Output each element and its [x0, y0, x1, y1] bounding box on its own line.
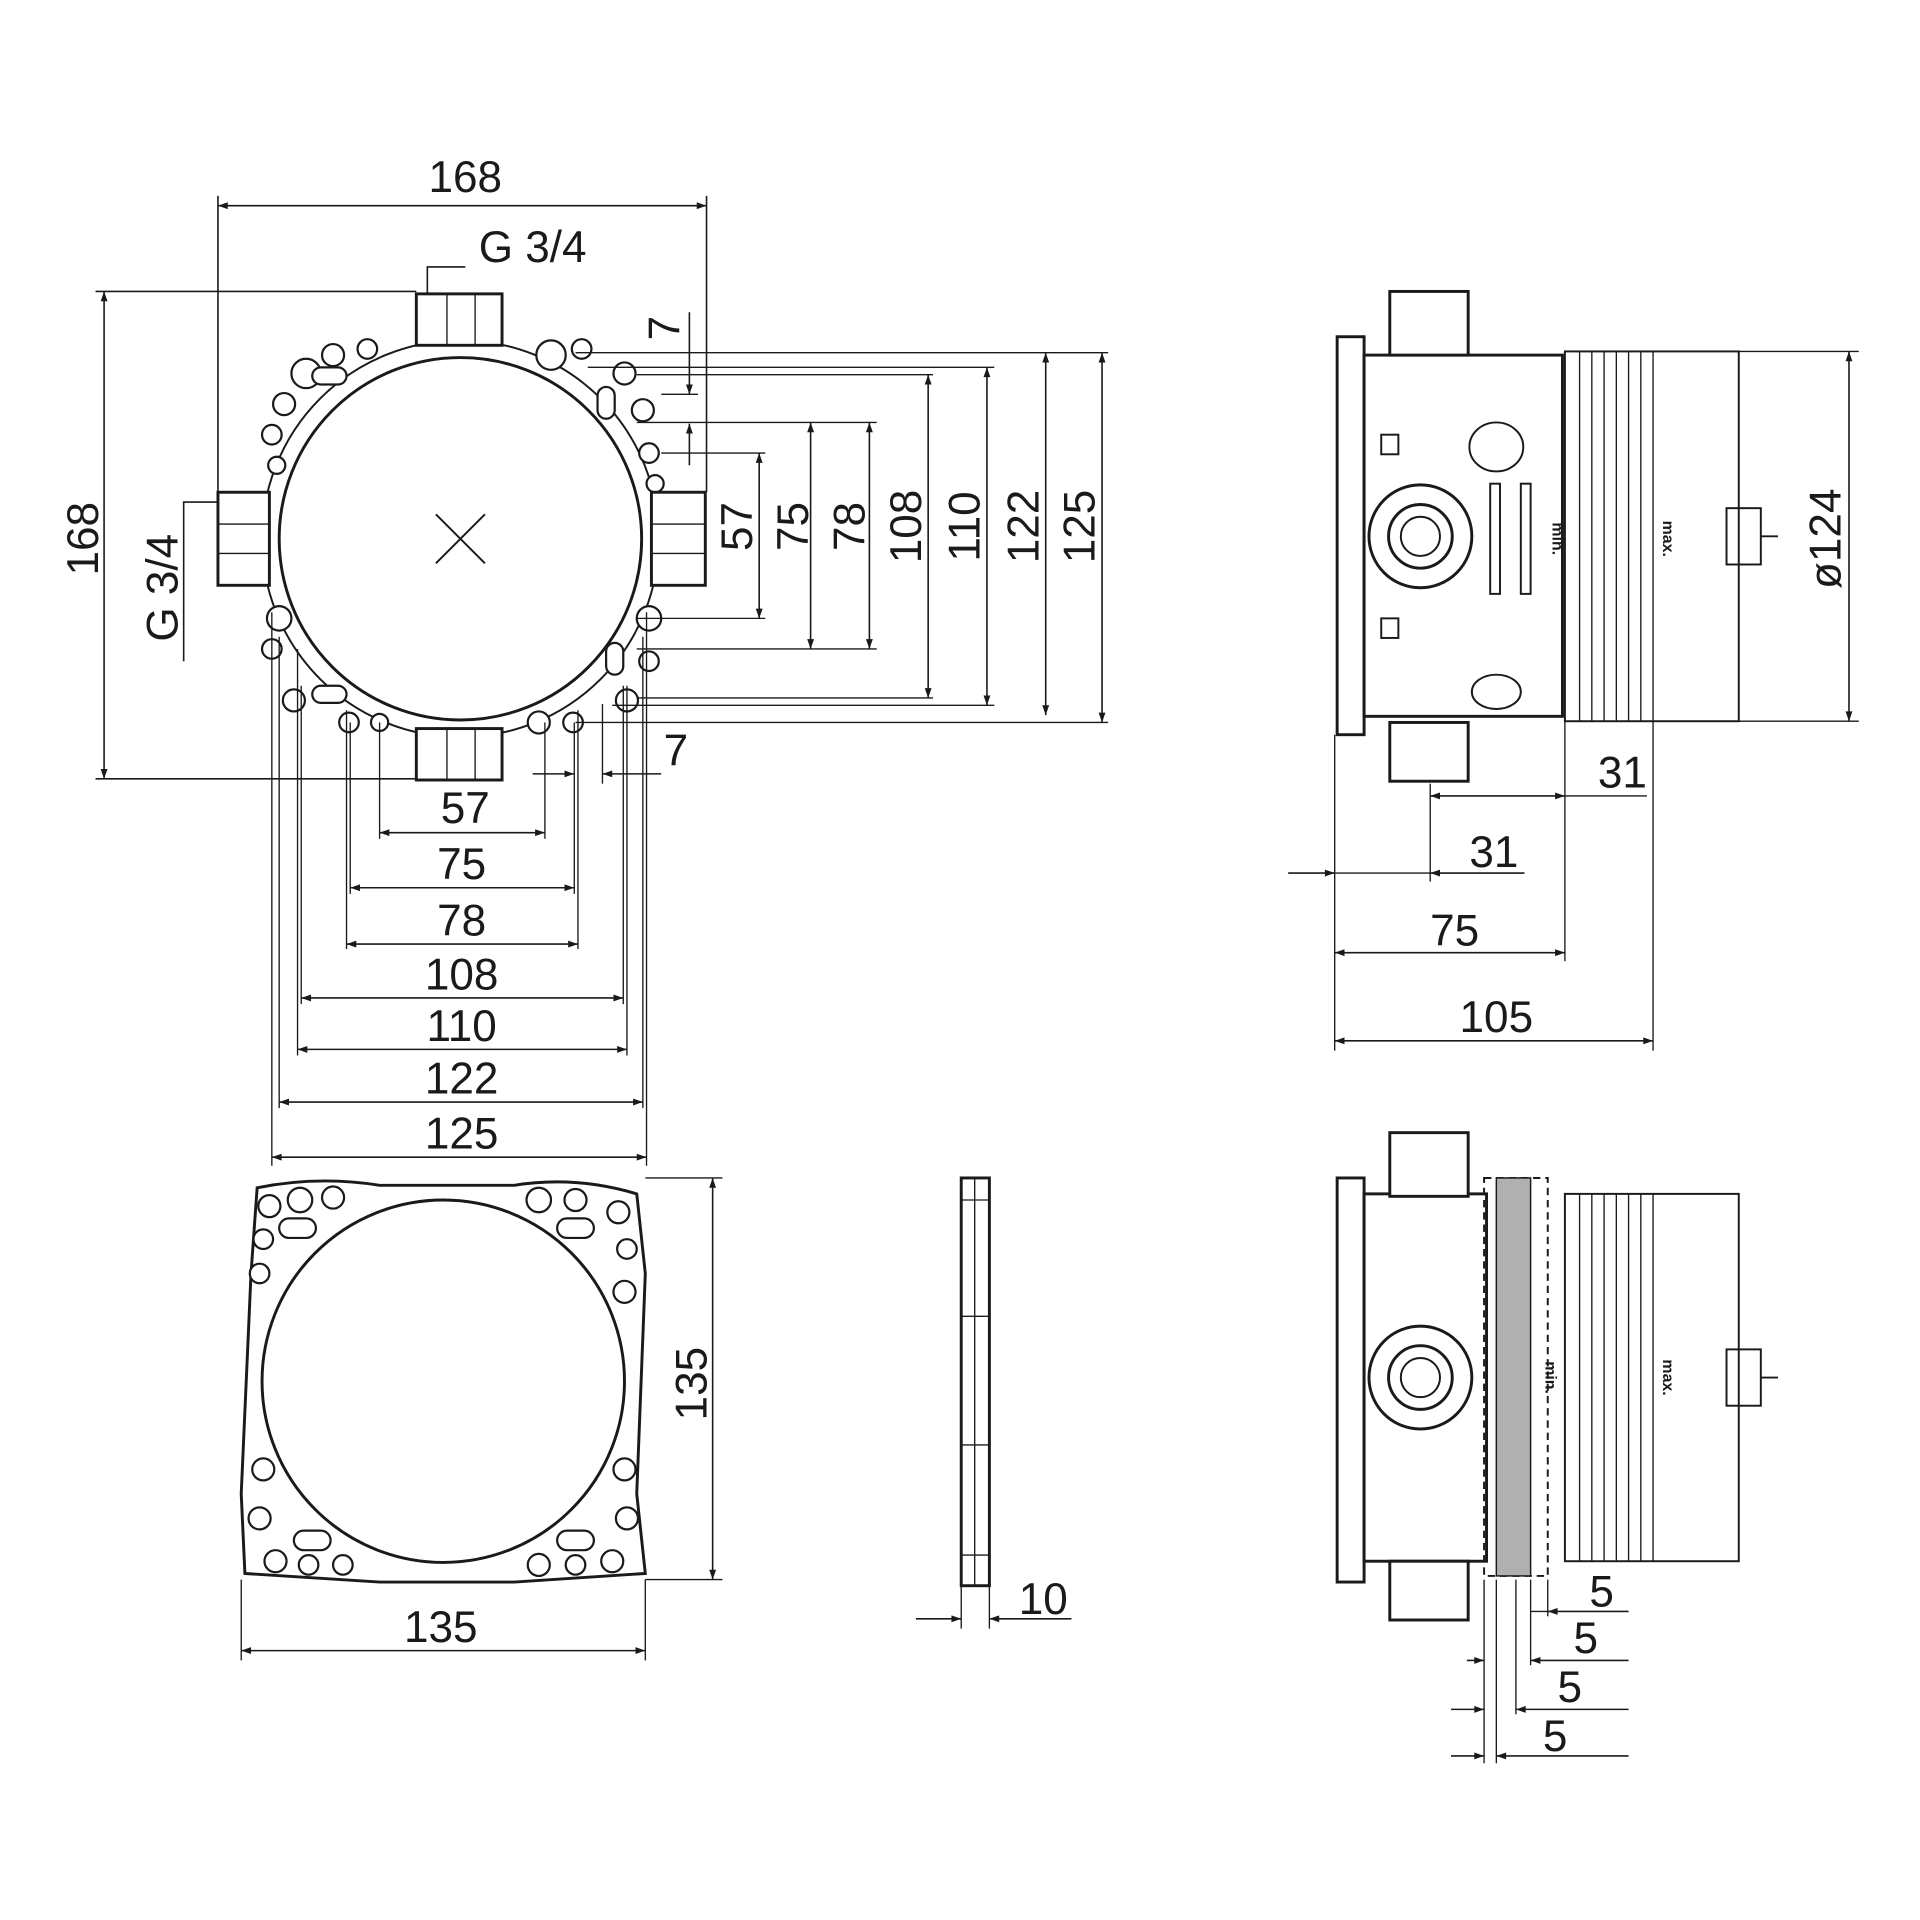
max-label: max. [1659, 521, 1676, 557]
threaded-sleeve [1563, 350, 1740, 723]
mounting-ring [260, 338, 665, 739]
center-mark-icon [435, 513, 486, 564]
dim-plate-height-135: 135 [668, 1347, 717, 1421]
dim-h-7: 7 [664, 726, 689, 775]
dim-5-d: 5 [1543, 1712, 1568, 1761]
dim-5-a: 5 [1589, 1568, 1614, 1617]
dim-v-122: 122 [999, 490, 1048, 564]
max-label-2: max. [1659, 1359, 1676, 1395]
threaded-sleeve-2 [1563, 1192, 1740, 1563]
dim-5-b: 5 [1573, 1614, 1598, 1663]
dim-plate-width-135: 135 [404, 1603, 478, 1652]
dim-diameter-124: ø124 [1801, 489, 1850, 589]
dim-v-57: 57 [713, 502, 762, 551]
vertical-dimensions: 7 57 75 78 108 110 122 125 [575, 312, 1109, 724]
min-label: min. [1549, 522, 1566, 555]
dim-75: 75 [1430, 906, 1479, 955]
dim-5-c: 5 [1558, 1663, 1583, 1712]
plaster-guard-plate: 135 135 [239, 1177, 723, 1661]
dim-v-125: 125 [1056, 490, 1105, 564]
dim-thickness-10: 10 [1019, 1575, 1068, 1624]
dim-h-75: 75 [437, 840, 486, 889]
dim-v-75: 75 [769, 502, 818, 551]
dim-h-78: 78 [437, 897, 486, 946]
dim-31-body: 31 [1469, 828, 1518, 877]
horizontal-dimensions: 7 57 75 78 108 110 122 125 [271, 612, 689, 1166]
side-view: min. max. ø124 31 31 75 105 [1288, 289, 1859, 1051]
dim-105: 105 [1460, 993, 1534, 1042]
dim-v-110: 110 [941, 491, 990, 561]
dim-h-122: 122 [425, 1054, 499, 1103]
dim-height-168: 168 [59, 502, 108, 576]
side-view-with-plate: min. max. 5 5 5 5 [1335, 1131, 1778, 1764]
thread-label-left: G 3/4 [139, 534, 188, 642]
dim-h-110: 110 [426, 1002, 496, 1051]
dim-v-7: 7 [641, 316, 690, 341]
dim-h-57: 57 [441, 784, 490, 833]
plate-holes [247, 1185, 640, 1578]
min-label-2: min. [1541, 1361, 1558, 1394]
thread-label-top: G 3/4 [479, 223, 587, 272]
dim-v-78: 78 [825, 502, 874, 551]
ring-holes [260, 338, 665, 735]
dim-31-sleeve: 31 [1598, 748, 1647, 797]
dim-width-168: 168 [429, 153, 503, 202]
top-view: 168 G 3/4 168 G 3/4 7 57 75 78 108 [59, 153, 1109, 1166]
plate-profile: 10 [915, 1176, 1072, 1629]
dim-v-108: 108 [882, 490, 931, 564]
dim-h-125: 125 [425, 1110, 499, 1159]
connectors [216, 292, 707, 782]
dim-h-108: 108 [425, 950, 499, 999]
